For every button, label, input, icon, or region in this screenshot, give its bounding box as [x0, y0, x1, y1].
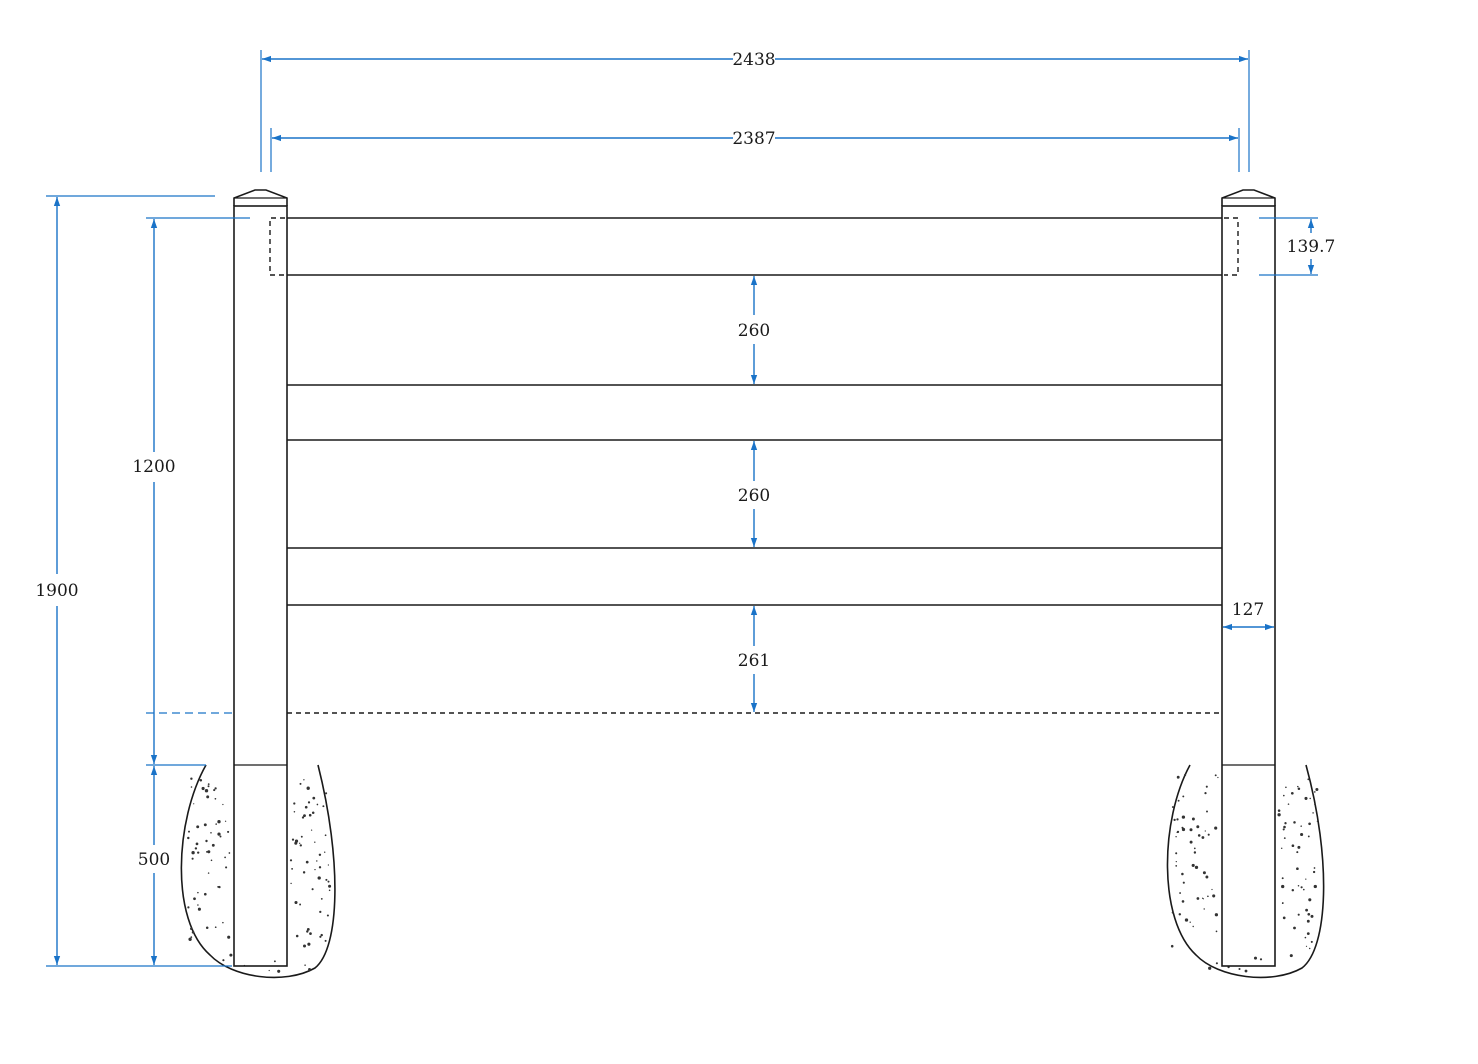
rail-height-label: 139.7 [1287, 237, 1336, 257]
gap-middle-label: 260 [738, 486, 770, 506]
footing-depth-dimension: 500 [138, 764, 206, 965]
post-width-label: 127 [1232, 600, 1264, 620]
left-post [233, 189, 288, 967]
right-concrete-footing [1166, 764, 1325, 979]
gap-top-label: 260 [738, 321, 770, 341]
gap-bottom-dimension: 261 [738, 606, 770, 712]
overall-width-dimension: 2438 [260, 50, 1250, 172]
left-footing-aggregate [187, 777, 332, 973]
inner-width-dimension: 2387 [270, 128, 1240, 172]
middle-rail [287, 384, 1222, 441]
overall-width-label: 2438 [732, 50, 775, 70]
top-rail [269, 217, 1239, 276]
bottom-rail [287, 547, 1222, 606]
right-footing-aggregate [1170, 773, 1319, 973]
inner-width-label: 2387 [732, 129, 775, 149]
right-post [1221, 189, 1276, 967]
total-height-label: 1900 [35, 581, 78, 601]
left-concrete-footing [180, 764, 336, 979]
post-width-dimension: 127 [1223, 600, 1274, 631]
gap-top-dimension: 260 [738, 276, 770, 384]
footing-depth-label: 500 [138, 850, 170, 870]
gap-middle-dimension: 260 [738, 441, 770, 547]
gap-bottom-label: 261 [738, 651, 770, 671]
above-ground-height-dimension: 1200 [132, 217, 250, 764]
above-ground-height-label: 1200 [132, 457, 175, 477]
total-height-dimension: 1900 [35, 195, 232, 967]
rail-height-dimension: 139.7 [1259, 217, 1336, 276]
